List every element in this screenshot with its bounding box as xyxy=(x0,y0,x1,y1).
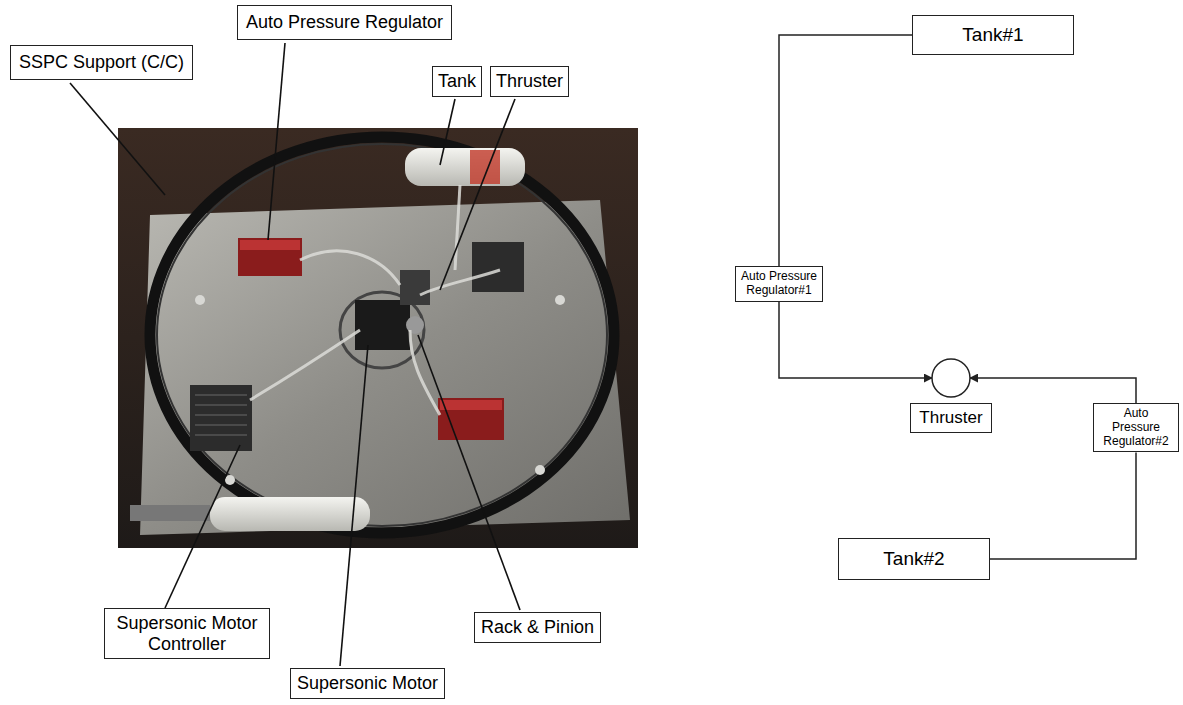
callout-box: Supersonic Motor Controller xyxy=(104,608,270,659)
tank-box: Tank#2 xyxy=(838,538,990,580)
pipe-connector xyxy=(779,302,932,378)
node-text: Tank#1 xyxy=(962,24,1023,46)
callout-box: Thruster xyxy=(490,66,569,97)
node-text: SSPC Support (C/C) xyxy=(19,52,184,73)
callout-box: Supersonic Motor xyxy=(290,668,445,699)
callout-box: Tank xyxy=(432,66,482,97)
node-text: Tank xyxy=(438,71,476,92)
pipe-connector xyxy=(779,35,912,266)
leader-line xyxy=(440,99,455,165)
node-text: Thruster xyxy=(910,403,991,433)
leader-lines xyxy=(70,43,520,666)
regulator-box: Auto Pressure Regulator#2 xyxy=(1093,403,1179,452)
leader-line xyxy=(70,83,165,195)
callout-box: Rack & Pinion xyxy=(474,612,601,643)
leader-line xyxy=(268,43,285,240)
thruster-circle xyxy=(932,359,970,397)
node-text: Rack & Pinion xyxy=(481,617,594,638)
node-text: Auto Pressure Regulator#2 xyxy=(1098,407,1174,448)
node-text: Auto Pressure Regulator xyxy=(246,12,443,33)
thruster-circle xyxy=(930,357,972,399)
leader-line xyxy=(440,99,515,290)
tank-box: Tank#1 xyxy=(912,15,1074,55)
pipe-connector xyxy=(970,378,1136,403)
pipe-connector xyxy=(990,452,1136,559)
node-text: Auto Pressure Regulator#1 xyxy=(740,270,818,298)
leader-line xyxy=(418,335,520,610)
node-text: Thruster xyxy=(496,71,563,92)
callout-box: Auto Pressure Regulator xyxy=(237,5,452,40)
photo xyxy=(118,128,638,548)
regulator-box: Auto Pressure Regulator#1 xyxy=(735,266,823,302)
node-text: Supersonic Motor Controller xyxy=(111,613,263,654)
leader-line xyxy=(340,345,368,666)
leader-line xyxy=(165,445,240,608)
thruster-node: Thruster xyxy=(908,357,994,433)
callout-box: SSPC Support (C/C) xyxy=(10,45,193,80)
node-text: Supersonic Motor xyxy=(297,673,438,694)
node-text: Tank#2 xyxy=(883,548,944,570)
